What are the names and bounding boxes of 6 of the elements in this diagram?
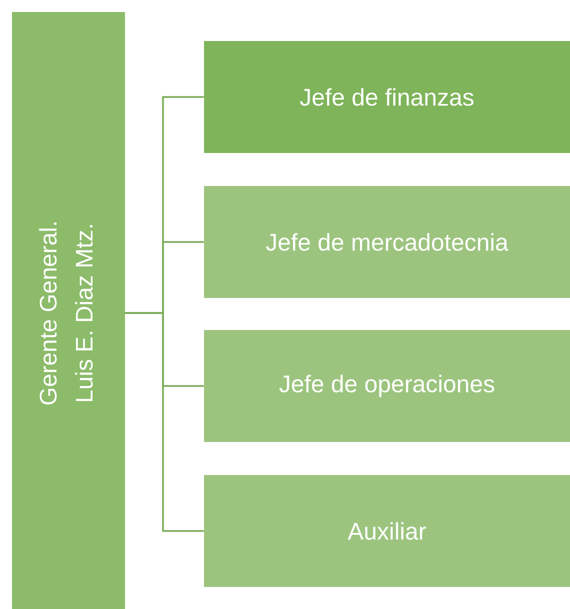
- manager-box: Gerente General. Luis E. Diaz Mtz.: [12, 12, 125, 609]
- position-box: Jefe de finanzas: [204, 41, 570, 153]
- connector-line: [125, 312, 204, 532]
- position-box: Jefe de mercadotecnia: [204, 186, 570, 298]
- position-box: Auxiliar: [204, 475, 570, 587]
- position-box: Jefe de operaciones: [204, 330, 570, 442]
